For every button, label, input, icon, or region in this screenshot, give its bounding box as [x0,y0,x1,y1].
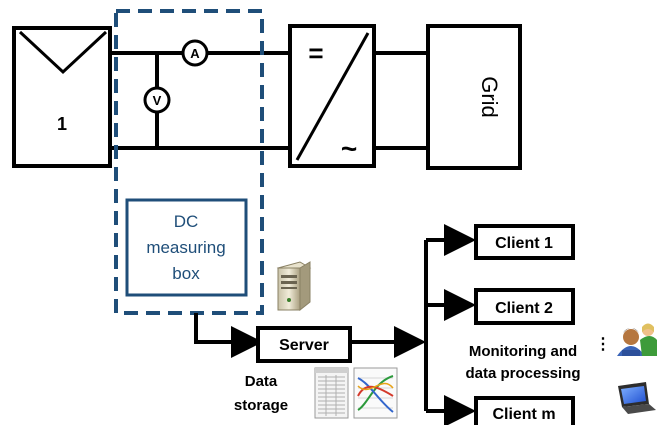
dc-to-server-link [194,313,263,358]
dc-box-line1: DC [174,212,199,231]
client-box-m: Client m [474,396,575,425]
ac-wires [374,51,428,150]
client-box-2: Client 2 [474,288,575,325]
pv-module-label: 1 [57,114,67,134]
client-box-1: Client 1 [474,224,575,260]
user-icon [617,323,657,356]
ammeter-label: A [190,46,200,61]
client-label-m: Client m [492,406,555,423]
server-box: Server [256,326,352,363]
client-label-1: Client 1 [495,235,553,252]
monitoring-label: Monitoring and data processing ⋮ [465,336,611,382]
laptop-icon [618,382,656,414]
dc-wires [110,51,290,150]
voltmeter-label: V [153,93,162,108]
data-storage-line2: storage [234,397,288,414]
server-label: Server [279,337,329,354]
ammeter: A [181,39,209,67]
dc-measuring-box: DC measuring box [125,198,248,297]
grid-label: Grid [477,76,502,118]
client-bus [424,224,476,425]
spreadsheet-icon [314,367,349,419]
monitoring-line2: data processing [465,365,580,382]
data-storage-line1: Data [245,373,278,390]
data-storage-label: Data storage [234,373,288,414]
inverter-dc-symbol: = [308,38,323,68]
client-label-2: Client 2 [495,300,553,317]
monitoring-ellipsis: ⋮ [595,336,611,353]
chart-icon [353,367,398,419]
dc-box-line3: box [172,264,200,283]
grid-box: Grid [426,24,522,170]
server-tower-icon [276,261,312,312]
pv-module: 1 [12,26,112,168]
dc-measuring-region [114,9,264,315]
inverter: = ~ [288,24,376,168]
voltmeter: V [143,86,171,114]
monitoring-line1: Monitoring and [469,343,577,360]
inverter-ac-symbol: ~ [341,133,357,164]
dc-box-line2: measuring [146,238,225,257]
